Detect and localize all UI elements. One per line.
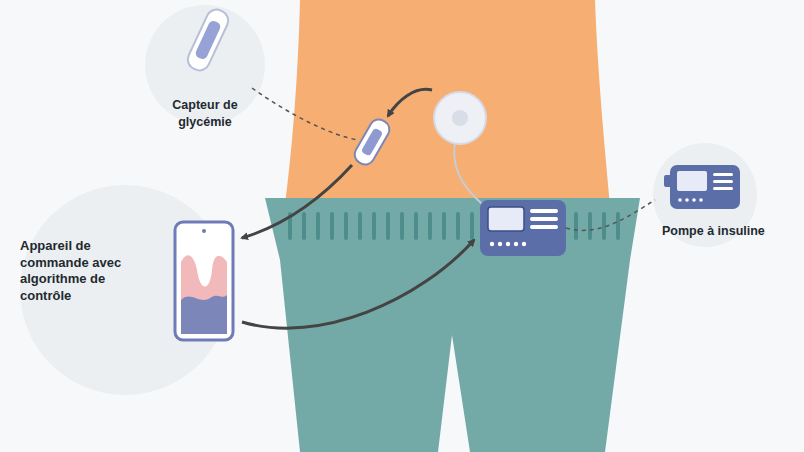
rib (400, 214, 404, 238)
sensor-icon-body (185, 6, 232, 73)
flow-arrow (242, 165, 352, 238)
navel (448, 100, 462, 103)
flow-arrow (388, 89, 432, 116)
rib (602, 214, 606, 238)
sensor-icon (185, 6, 232, 73)
rib (574, 214, 578, 238)
pump-line (530, 225, 558, 229)
pump-icon-screen (677, 171, 707, 191)
rib (470, 214, 474, 238)
rib (302, 214, 306, 238)
leader-line (252, 88, 358, 140)
pump-icon-dot (692, 198, 696, 202)
rib (288, 214, 292, 238)
pump-icon-dot (678, 198, 682, 202)
waistband-ribs (290, 214, 618, 238)
callout-circle: Capteur de glycémie (145, 5, 265, 125)
leader-line (566, 200, 655, 230)
pump-icon-line (713, 187, 733, 190)
pump-icon-line (713, 173, 733, 176)
phone-body (175, 222, 233, 340)
rib (616, 214, 620, 238)
rib (358, 214, 362, 238)
rib (588, 214, 592, 238)
pump-screen (488, 207, 524, 231)
node-label: Pompe à insuline (662, 223, 802, 239)
pump-icon-line (713, 180, 733, 183)
pump-dot (506, 242, 510, 246)
pump-dot (498, 242, 502, 246)
pump-icon-dot (699, 198, 703, 202)
pump-body (480, 200, 566, 256)
belt-pump (480, 200, 566, 256)
pump-icon-dot (685, 198, 689, 202)
tube (454, 143, 495, 215)
pump-dot (490, 242, 494, 246)
rib (456, 214, 460, 238)
sensor-body (351, 116, 392, 168)
chart-area (181, 295, 227, 334)
sensor-icon-core (194, 19, 222, 60)
node-label: Appareil de commande avec algorithme de … (20, 238, 142, 304)
rib (428, 214, 432, 238)
pump-line (530, 217, 558, 221)
pants (265, 198, 640, 452)
infusion-patch (434, 92, 486, 144)
rib (344, 214, 348, 238)
callout-circle: Pompe à insuline (653, 143, 757, 247)
callout-circle: Appareil de commande avec algorithme de … (20, 185, 230, 395)
flow-arrow (242, 240, 474, 328)
pump-icon (664, 165, 740, 209)
phone-camera (202, 229, 206, 233)
rib (442, 214, 446, 238)
rib (386, 214, 390, 238)
pump-dot (522, 242, 526, 246)
rib (330, 214, 334, 238)
torso (285, 0, 610, 205)
phone-icon (175, 222, 233, 340)
pump-line (530, 209, 558, 213)
pump-icon-body (670, 165, 740, 209)
patch-center (452, 110, 468, 126)
rib (414, 214, 418, 238)
node-label: Capteur de glycémie (165, 97, 245, 131)
pump-dot (514, 242, 518, 246)
body-sensor (351, 116, 392, 168)
rib (372, 214, 376, 238)
pump-icon-tab (664, 175, 672, 187)
rib (316, 214, 320, 238)
sensor-core (361, 127, 384, 156)
chart-area (181, 255, 227, 300)
